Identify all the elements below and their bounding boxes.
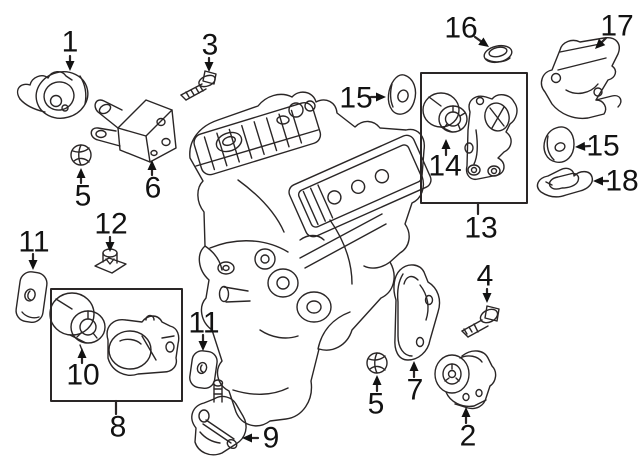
callout-10-arrowhead-icon	[77, 348, 87, 358]
part-5-upper-nut-drawing	[70, 144, 92, 166]
part-11-left-pad-drawing	[15, 271, 48, 323]
callout-16-label[interactable]: 16	[444, 12, 477, 45]
callout-4[interactable]: 4	[477, 260, 494, 304]
callout-11-mid-arrowhead-icon	[198, 341, 208, 351]
callout-16[interactable]: 16	[444, 12, 489, 48]
part-5-lower-nut-drawing	[366, 352, 388, 374]
callout-14-label[interactable]: 14	[428, 150, 461, 183]
callout-12-label[interactable]: 12	[94, 208, 127, 241]
part-4-bolt-drawing	[461, 305, 500, 338]
callout-11-mid[interactable]: 11	[188, 307, 220, 352]
callout-14[interactable]: 14	[428, 139, 462, 183]
callout-17-arrowhead-icon	[595, 38, 606, 49]
part-14-bushing-drawing	[422, 92, 468, 133]
callout-3[interactable]: 3	[202, 29, 219, 73]
part-10-bushing-drawing	[49, 292, 106, 351]
callout-4-label[interactable]: 4	[477, 260, 494, 293]
callout-15-right-label[interactable]: 15	[586, 130, 619, 163]
callout-11-mid-label[interactable]: 11	[188, 307, 219, 340]
callout-18-arrowhead-icon	[593, 176, 603, 186]
callout-9[interactable]: 9	[242, 422, 279, 455]
callout-5-lower[interactable]: 5	[368, 375, 385, 421]
callout-18[interactable]: 18	[593, 165, 639, 198]
part-6-bracket-drawing	[90, 99, 177, 163]
engine-assembly-drawing	[189, 91, 432, 427]
callout-5-lower-label[interactable]: 5	[368, 388, 385, 421]
callout-17[interactable]: 17	[595, 10, 634, 50]
callout-3-arrowhead-icon	[204, 62, 214, 72]
callout-2-label[interactable]: 2	[460, 420, 477, 453]
callout-6-label[interactable]: 6	[145, 172, 162, 205]
callout-2-arrowhead-icon	[461, 407, 471, 417]
callout-7-arrowhead-icon	[409, 361, 419, 371]
callout-15-left-label[interactable]: 15	[339, 82, 372, 115]
callout-15-right-arrowhead-icon	[575, 141, 586, 151]
part-13-bracket-mount-drawing	[464, 94, 518, 181]
part-7-bracket-drawing	[393, 264, 441, 361]
callout-11-left-arrowhead-icon	[28, 260, 38, 270]
callout-16-arrowhead-icon	[478, 37, 489, 47]
callout-6-arrowhead-icon	[147, 160, 157, 170]
callout-12[interactable]: 12	[94, 208, 128, 253]
callout-10[interactable]: 10	[66, 348, 100, 392]
callout-17-leader-line	[600, 36, 608, 44]
callout-6[interactable]: 6	[145, 160, 162, 205]
part-15-right-grommet-drawing	[543, 126, 575, 163]
part-9-mount-drawing	[191, 379, 247, 456]
callout-8[interactable]: 8	[110, 399, 127, 444]
callout-1-label[interactable]: 1	[62, 26, 79, 59]
callout-1-arrowhead-icon	[65, 61, 75, 71]
callout-3-label[interactable]: 3	[202, 29, 219, 62]
callout-13[interactable]: 13	[464, 201, 498, 245]
callout-5-upper[interactable]: 5	[75, 168, 92, 213]
part-3-bolt-drawing	[180, 70, 217, 101]
part-8-mount-drawing	[106, 314, 180, 376]
callout-11-left[interactable]: 11	[18, 226, 50, 271]
callout-1[interactable]: 1	[62, 26, 79, 72]
callout-7-label[interactable]: 7	[407, 374, 424, 407]
callout-5-upper-label[interactable]: 5	[75, 180, 92, 213]
callout-15-left[interactable]: 15	[339, 82, 386, 115]
callout-7[interactable]: 7	[407, 361, 424, 407]
part-17-bracket-drawing	[540, 37, 622, 120]
callout-15-left-arrowhead-icon	[376, 92, 386, 102]
callout-18-label[interactable]: 18	[605, 165, 638, 198]
callout-12-arrowhead-icon	[105, 242, 115, 252]
callout-14-arrowhead-icon	[441, 139, 451, 149]
callout-4-arrowhead-icon	[482, 293, 492, 303]
callout-13-label[interactable]: 13	[464, 212, 497, 245]
part-15-left-grommet-drawing	[387, 74, 417, 115]
callout-5-lower-arrowhead-icon	[372, 375, 382, 385]
callout-10-label[interactable]: 10	[66, 359, 99, 392]
part-1-engine-mount-drawing	[16, 71, 89, 119]
callout-9-arrowhead-icon	[242, 433, 252, 443]
callout-16-leader-line	[473, 35, 482, 43]
callout-8-label[interactable]: 8	[110, 411, 127, 444]
group-box-13	[420, 72, 528, 204]
callout-17-label[interactable]: 17	[600, 10, 633, 43]
callout-15-right[interactable]: 15	[575, 130, 620, 163]
callout-5-upper-arrowhead-icon	[76, 168, 86, 178]
part-12-stopper-drawing	[94, 248, 127, 274]
part-16-cap-drawing	[483, 44, 513, 64]
callout-11-left-label[interactable]: 11	[18, 226, 49, 259]
callout-9-label[interactable]: 9	[263, 422, 280, 455]
part-2-mount-drawing	[434, 350, 497, 410]
part-18-plate-drawing	[536, 167, 594, 198]
part-11-mid-pad-drawing	[189, 350, 218, 390]
callout-2[interactable]: 2	[460, 407, 477, 453]
